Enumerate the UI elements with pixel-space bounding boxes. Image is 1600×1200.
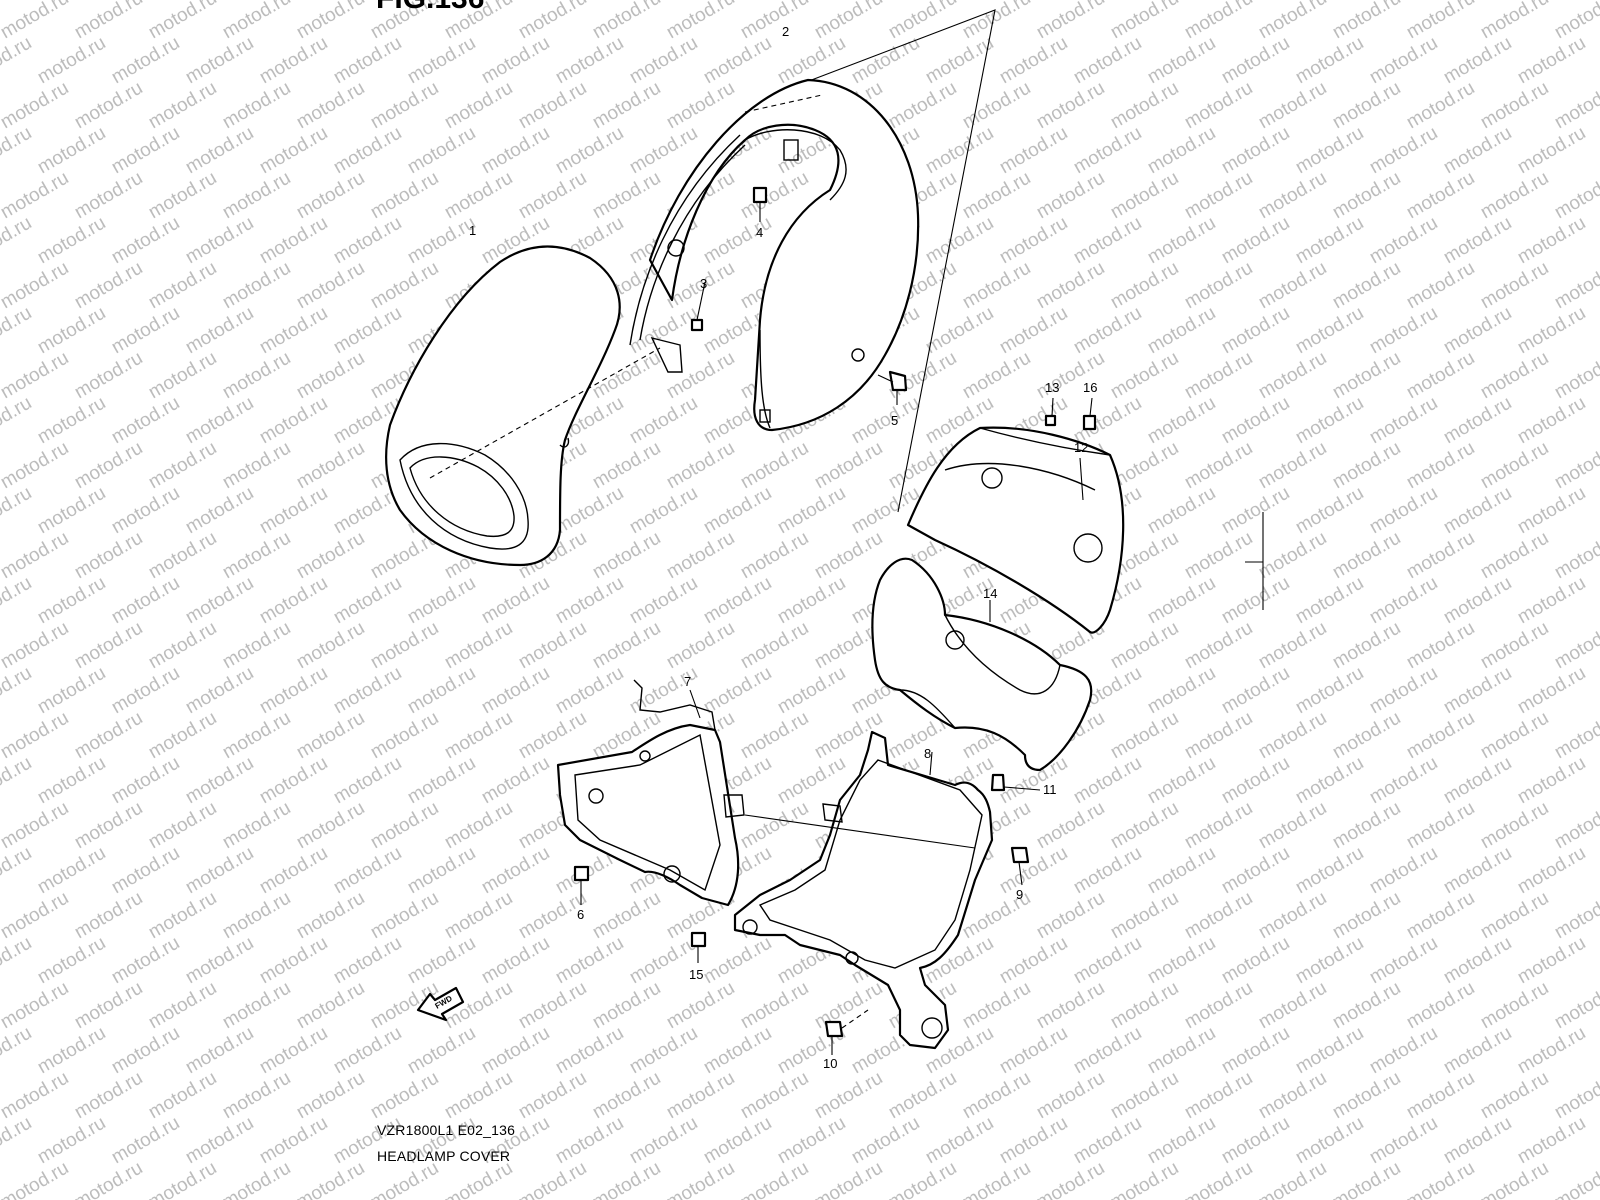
- callout-13: 13: [1045, 380, 1059, 395]
- part-2-upper-cover: [629, 78, 920, 432]
- part-2-top-dash: [744, 94, 823, 113]
- callout-9: 9: [1016, 887, 1023, 902]
- part-8-right-bracket: [733, 730, 994, 1050]
- callout-8: 8: [924, 746, 931, 761]
- callout-6: 6: [577, 907, 584, 922]
- callout-14: 14: [983, 586, 997, 601]
- callout-1: 1: [469, 223, 476, 238]
- callout-10: 10: [823, 1056, 837, 1071]
- callout-11: 11: [1043, 782, 1057, 797]
- figure-title: FIG.136: [376, 0, 484, 16]
- callout-16: 16: [1083, 380, 1097, 395]
- part-16-grommet: [1082, 397, 1097, 431]
- part-3-bolt: [690, 281, 706, 332]
- callout-4: 4: [756, 225, 763, 240]
- caption-code: VZR1800L1 E02_136: [377, 1122, 516, 1138]
- assembly-outline: [779, 9, 996, 513]
- callout-3: 3: [700, 276, 707, 291]
- part-9-bolt: [1010, 846, 1030, 886]
- part-5-screw: [877, 370, 908, 405]
- bracket-link-line: [744, 814, 976, 849]
- part-1-headlamp-cover: [385, 245, 621, 567]
- part-10-bolt: [824, 1009, 869, 1055]
- callout-labels: 1 2 3 4 5 6 7 8 9 10 11 12 13 14 15 16: [469, 24, 1097, 1071]
- callout-2: 2: [782, 24, 789, 39]
- part-12-meter-cover: [906, 426, 1125, 634]
- callout-12: 12: [1074, 440, 1088, 455]
- part-15-nut: [690, 931, 707, 963]
- part-13-clip: [1044, 397, 1057, 427]
- callout-7: 7: [684, 674, 691, 689]
- part-7-left-bracket: [556, 679, 745, 907]
- fwd-arrow: FWD: [416, 986, 465, 1022]
- part-4-clip: [752, 186, 768, 222]
- callout-15: 15: [689, 967, 703, 982]
- part-14-inner-cover: [871, 557, 1093, 772]
- caption-name: HEADLAMP COVER: [377, 1148, 511, 1164]
- side-bracket-mark: [1245, 512, 1264, 610]
- part-11-pin: [990, 773, 1041, 792]
- callout-5: 5: [891, 413, 898, 428]
- part-6-nut: [573, 865, 590, 905]
- part-1-to-part-2-dash: [429, 347, 661, 479]
